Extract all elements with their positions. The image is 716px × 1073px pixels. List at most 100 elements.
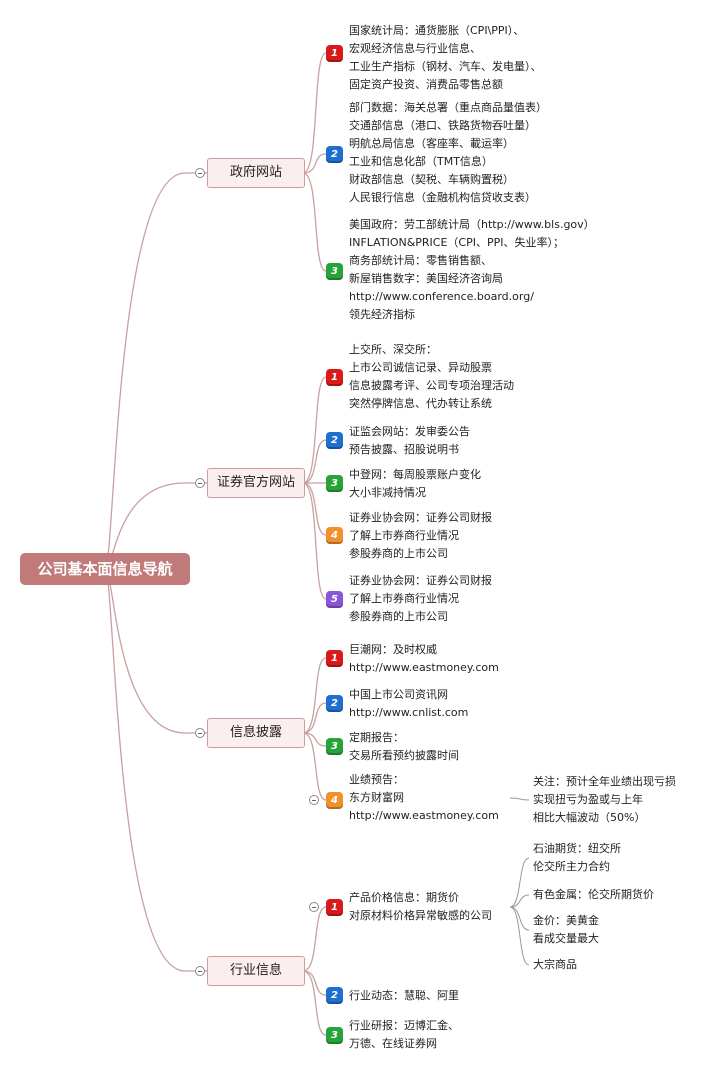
- sub-leaf-node[interactable]: 关注：预计全年业绩出现亏损实现扭亏为盈或与上年相比大幅波动（50%）: [533, 773, 676, 827]
- leaf-node[interactable]: 产品价格信息：期货价对原材料价格异常敏感的公司: [349, 889, 492, 925]
- leaf-text-line: 中国上市公司资讯网: [349, 688, 448, 701]
- leaf-text-line: 巨潮网：及时权威: [349, 643, 437, 656]
- sub-leaf-text-line: 看成交量最大: [533, 932, 599, 945]
- priority-badge: 1: [326, 899, 343, 916]
- leaf-text-line: 工业和信息化部（TMT信息）: [349, 155, 493, 168]
- leaf-text-line: 上交所、深交所：: [349, 343, 437, 356]
- priority-badge: 4: [326, 792, 343, 809]
- priority-badge: 2: [326, 987, 343, 1004]
- leaf-node[interactable]: 美国政府：劳工部统计局（http://www.bls.gov） INFLATION…: [349, 216, 595, 324]
- leaf-node[interactable]: 上交所、深交所： 上市公司诚信记录、异动股票信息披露考评、公司专项治理活动突然停牌…: [349, 341, 514, 413]
- leaf-text-line: 固定资产投资、消费品零售总额: [349, 78, 503, 91]
- collapse-toggle-sub-3-0[interactable]: [309, 902, 319, 912]
- leaf-node[interactable]: 行业动态：慧聪、阿里: [349, 987, 459, 1005]
- collapse-toggle-2[interactable]: [195, 728, 205, 738]
- sub-leaf-text-line: 有色金属：伦交所期货价: [533, 888, 654, 901]
- leaf-text-line: http://www.eastmoney.com: [349, 809, 499, 822]
- leaf-node[interactable]: 证券业协会网：证券公司财报了解上市券商行业情况参股券商的上市公司: [349, 509, 492, 563]
- leaf-text-line: http://www.eastmoney.com: [349, 661, 499, 674]
- sub-leaf-node[interactable]: 金价：美黄金看成交量最大: [533, 912, 599, 948]
- leaf-text-line: 部门数据：海关总署（重点商品量值表）: [349, 101, 547, 114]
- leaf-node[interactable]: 证券业协会网：证券公司财报了解上市券商行业情况参股券商的上市公司: [349, 572, 492, 626]
- leaf-text-line: 证券业协会网：证券公司财报: [349, 511, 492, 524]
- leaf-text-line: 美国政府：劳工部统计局（http://www.bls.gov）: [349, 218, 595, 231]
- leaf-node[interactable]: 部门数据：海关总署（重点商品量值表） 交通部信息（港口、铁路货物吞吐量） 明航总局信…: [349, 99, 547, 207]
- priority-badge: 1: [326, 650, 343, 667]
- leaf-text-line: 交易所看预约披露时间: [349, 749, 459, 762]
- leaf-text-line: 明航总局信息（客座率、載运率）: [349, 137, 514, 150]
- sub-leaf-text-line: 实现扭亏为盈或与上年: [533, 793, 643, 806]
- sub-leaf-text-line: 相比大幅波动（50%）: [533, 811, 646, 824]
- collapse-toggle-0[interactable]: [195, 168, 205, 178]
- sub-leaf-text-line: 石油期货：纽交所: [533, 842, 621, 855]
- leaf-text-line: 行业动态：慧聪、阿里: [349, 989, 459, 1002]
- leaf-text-line: http://www.cnlist.com: [349, 706, 469, 719]
- leaf-text-line: 东方财富网: [349, 791, 404, 804]
- leaf-text-line: 人民银行信息（金融机构信贷收支表）: [349, 191, 536, 204]
- leaf-text-line: 参股券商的上市公司: [349, 547, 448, 560]
- leaf-node[interactable]: 业绩预告： 东方财富网 http://www.eastmoney.com: [349, 771, 499, 825]
- leaf-text-line: 中登网：每周股票账户变化: [349, 468, 481, 481]
- category-node[interactable]: 证券官方网站: [207, 468, 305, 498]
- leaf-text-line: 参股券商的上市公司: [349, 610, 448, 623]
- root-node[interactable]: 公司基本面信息导航: [20, 553, 190, 585]
- leaf-node[interactable]: 巨潮网：及时权威 http://www.eastmoney.com: [349, 641, 499, 677]
- priority-badge: 3: [326, 1027, 343, 1044]
- leaf-text-line: 商务部统计局：零售销售额、: [349, 254, 492, 267]
- priority-badge: 4: [326, 527, 343, 544]
- leaf-text-line: 工业生产指标（钢材、汽车、发电量）、: [349, 60, 542, 73]
- sub-leaf-text-line: 伦交所主力合约: [533, 860, 610, 873]
- priority-badge: 3: [326, 263, 343, 280]
- priority-badge: 2: [326, 432, 343, 449]
- priority-badge: 5: [326, 591, 343, 608]
- leaf-text-line: 大小非减持情况: [349, 486, 426, 499]
- leaf-node[interactable]: 中国上市公司资讯网 http://www.cnlist.com: [349, 686, 468, 722]
- leaf-node[interactable]: 国家统计局：通货膨胀（CPI\PPI）、宏观经济信息与行业信息、工业生产指标（钢…: [349, 22, 542, 94]
- leaf-text-line: 业绩预告：: [349, 773, 404, 786]
- collapse-toggle-3[interactable]: [195, 966, 205, 976]
- leaf-text-line: 新屋销售数字：美国经济咨询局: [349, 272, 503, 285]
- leaf-text-line: 证监会网站：发审委公告: [349, 425, 470, 438]
- leaf-node[interactable]: 定期报告： 交易所看预约披露时间: [349, 729, 459, 765]
- priority-badge: 3: [326, 475, 343, 492]
- leaf-text-line: http://www.conference.board.org/: [349, 290, 534, 303]
- priority-badge: 1: [326, 45, 343, 62]
- leaf-text-line: 万德、在线证券网: [349, 1037, 437, 1050]
- sub-leaf-text-line: 金价：美黄金: [533, 914, 599, 927]
- leaf-text-line: 信息披露考评、公司专项治理活动: [349, 379, 514, 392]
- leaf-text-line: 行业研报：迈博汇金、: [349, 1019, 459, 1032]
- leaf-text-line: 了解上市券商行业情况: [349, 529, 459, 542]
- leaf-text-line: 宏观经济信息与行业信息、: [349, 42, 481, 55]
- leaf-text-line: 突然停牌信息、代办转让系统: [349, 397, 492, 410]
- category-node[interactable]: 政府网站: [207, 158, 305, 188]
- leaf-text-line: 了解上市券商行业情况: [349, 592, 459, 605]
- category-node[interactable]: 行业信息: [207, 956, 305, 986]
- sub-leaf-node[interactable]: 大宗商品: [533, 956, 577, 974]
- leaf-text-line: 对原材料价格异常敏感的公司: [349, 909, 492, 922]
- leaf-text-line: 财政部信息（契税、车辆购置税）: [349, 173, 514, 186]
- leaf-node[interactable]: 行业研报：迈博汇金、万德、在线证券网: [349, 1017, 459, 1053]
- leaf-node[interactable]: 证监会网站：发审委公告预告披露、招股说明书: [349, 423, 470, 459]
- leaf-text-line: 产品价格信息：期货价: [349, 891, 459, 904]
- category-node[interactable]: 信息披露: [207, 718, 305, 748]
- leaf-text-line: INFLATION&PRICE（CPI、PPI、失业率）；: [349, 236, 564, 249]
- leaf-text-line: 预告披露、招股说明书: [349, 443, 459, 456]
- leaf-text-line: 证券业协会网：证券公司财报: [349, 574, 492, 587]
- sub-leaf-node[interactable]: 有色金属：伦交所期货价: [533, 886, 654, 904]
- priority-badge: 2: [326, 146, 343, 163]
- leaf-text-line: 领先经济指标: [349, 308, 415, 321]
- leaf-text-line: 定期报告：: [349, 731, 404, 744]
- priority-badge: 3: [326, 738, 343, 755]
- collapse-toggle-sub-2-3[interactable]: [309, 795, 319, 805]
- leaf-node[interactable]: 中登网：每周股票账户变化大小非减持情况: [349, 466, 481, 502]
- leaf-text-line: 交通部信息（港口、铁路货物吞吐量）: [349, 119, 536, 132]
- sub-leaf-text-line: 大宗商品: [533, 958, 577, 971]
- priority-badge: 2: [326, 695, 343, 712]
- collapse-toggle-1[interactable]: [195, 478, 205, 488]
- sub-leaf-text-line: 关注：预计全年业绩出现亏损: [533, 775, 676, 788]
- sub-leaf-node[interactable]: 石油期货：纽交所伦交所主力合约: [533, 840, 621, 876]
- priority-badge: 1: [326, 369, 343, 386]
- leaf-text-line: 上市公司诚信记录、异动股票: [349, 361, 492, 374]
- leaf-text-line: 国家统计局：通货膨胀（CPI\PPI）、: [349, 24, 525, 37]
